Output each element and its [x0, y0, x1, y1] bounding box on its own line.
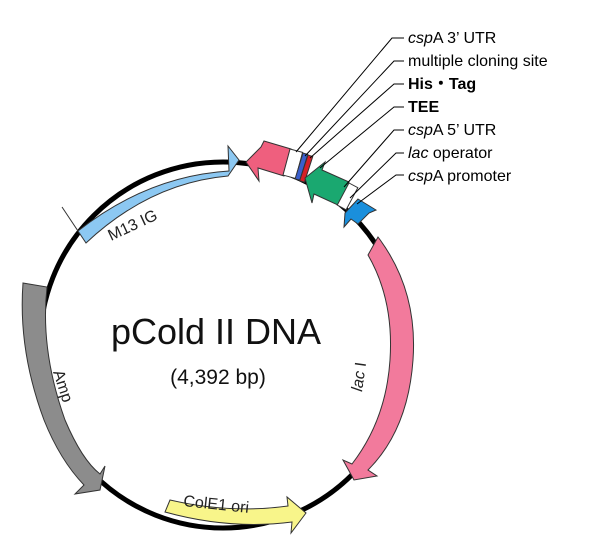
- feature-cspa-cassette: [245, 140, 314, 183]
- callout-line-tee: [319, 106, 404, 169]
- callout-cspa-3utr: cspA 3’ UTR: [408, 30, 496, 47]
- feature-tee: [304, 160, 359, 211]
- feature-cole1-arrow: [164, 495, 307, 535]
- feature-cspa-5utr-box: [336, 182, 359, 211]
- feature-amp-arrow: [21, 282, 106, 495]
- feature-laci-arrow: [341, 236, 415, 481]
- feature-laci-label: lac I: [349, 361, 370, 392]
- callout-line-mcs: [304, 60, 404, 157]
- plasmid-size: (4,392 bp): [170, 366, 266, 389]
- callout-line-cspa-5utr: [343, 129, 404, 188]
- callout-labels: cspA 3’ UTR multiple cloning site His・Ta…: [408, 30, 548, 185]
- callout-line-lac-operator: [349, 152, 404, 199]
- callout-cspa-promoter: cspA promoter: [408, 168, 512, 185]
- callout-line-cspa-promoter: [356, 174, 404, 205]
- callout-cspa-5utr: cspA 5’ UTR: [408, 122, 496, 139]
- feature-m13ig-arrow: [61, 144, 240, 244]
- callout-lac-operator: lac operator: [408, 145, 493, 162]
- feature-promoter: [343, 198, 378, 229]
- feature-his-tag-box: [299, 154, 314, 183]
- feature-amp: Amp: [21, 282, 106, 495]
- callout-mcs: multiple cloning site: [408, 53, 548, 70]
- callout-his-tag: His・Tag: [408, 76, 476, 93]
- feature-laci: lac I: [341, 236, 415, 481]
- feature-promoter-arrow: [343, 198, 378, 229]
- feature-cole1: ColE1 ori: [164, 493, 307, 535]
- callout-lines: [295, 37, 404, 205]
- callout-line-his: [309, 83, 404, 159]
- callout-tee: TEE: [408, 99, 439, 116]
- plasmid-name: pCold II DNA: [111, 311, 321, 352]
- callout-line-cspa-3utr: [295, 37, 404, 153]
- feature-cole1-label: ColE1 ori: [183, 493, 250, 517]
